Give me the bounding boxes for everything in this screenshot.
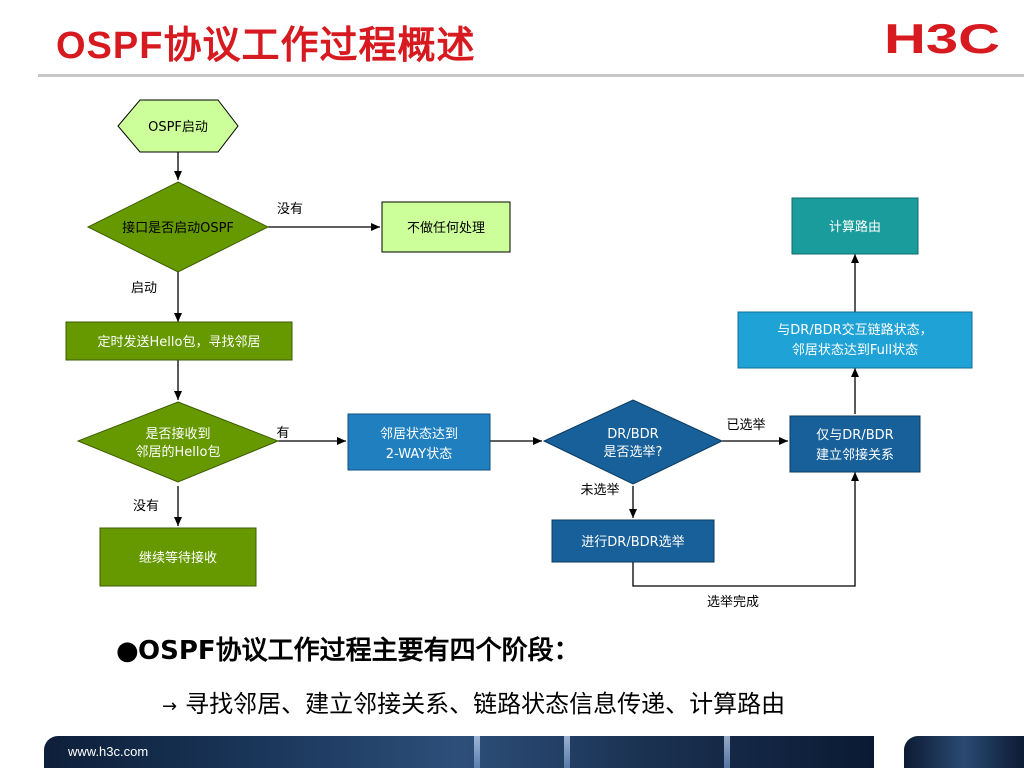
bullet-dot-icon: ● <box>116 636 139 666</box>
edge-label-enabled: 启动 <box>131 281 157 296</box>
node-do-election-label: 进行DR/BDR选举 <box>581 535 684 550</box>
node-check-hello-label-1: 是否接收到 <box>145 426 210 442</box>
page-title: OSPF协议工作过程概述 <box>56 25 476 67</box>
h3c-logo: H3C <box>884 20 1000 58</box>
edge-label-no-1: 没有 <box>277 202 303 217</box>
edge-label-elected: 已选举 <box>726 418 765 433</box>
node-keep-waiting-label: 继续等待接收 <box>139 550 217 566</box>
node-keep-waiting <box>99 527 257 587</box>
footer-banner <box>44 736 874 768</box>
title-divider <box>38 74 1024 77</box>
node-check-enabled-label: 接口是否启动OSPF <box>122 220 234 236</box>
node-adjacency-label-1: 仅与DR/BDR <box>816 428 893 443</box>
node-two-way-label-1: 邻居状态达到 <box>380 427 458 442</box>
sub-bullet-text: 寻找邻居、建立邻接关系、链路状态信息传递、计算路由 <box>185 690 786 718</box>
node-two-way <box>347 413 491 471</box>
node-two-way-label-2: 2-WAY状态 <box>386 447 452 462</box>
node-compute-label: 计算路由 <box>829 219 881 235</box>
node-check-hello-label-2: 邻居的Hello包 <box>136 444 221 460</box>
edge-label-no-2: 没有 <box>133 499 159 514</box>
node-exchange-label-2: 邻居状态达到Full状态 <box>792 343 918 358</box>
node-exchange-label-1: 与DR/BDR交互链路状态， <box>777 322 932 338</box>
node-send-hello <box>65 321 293 361</box>
node-adjacency <box>789 415 921 473</box>
footer-url[interactable]: www.h3c.com <box>68 744 149 759</box>
sub-bullet: → 寻找邻居、建立邻接关系、链路状态信息传递、计算路由 <box>162 684 785 719</box>
footer-light-streak <box>724 736 730 768</box>
arrow-right-icon: → <box>162 696 178 717</box>
node-dr-check <box>542 399 724 485</box>
edge-label-yes: 有 <box>276 426 289 441</box>
node-adjacency-label-2: 建立邻接关系 <box>816 447 894 463</box>
main-bullet: ●OSPF协议工作过程主要有四个阶段： <box>116 630 580 667</box>
node-do-election <box>551 519 715 563</box>
node-compute <box>791 197 919 255</box>
node-check-enabled <box>86 181 270 273</box>
node-no-action-label: 不做任何处理 <box>407 220 485 236</box>
svg-text:H3C: H3C <box>884 20 1000 58</box>
node-check-hello <box>76 401 280 483</box>
edge-election-to-adjacency <box>632 472 859 587</box>
edge-label-election-done: 选举完成 <box>707 595 759 610</box>
node-dr-check-label-1: DR/BDR <box>607 427 658 442</box>
footer-light-streak <box>564 736 570 768</box>
edge-label-not-elected: 未选举 <box>580 483 619 498</box>
node-send-hello-label: 定时发送Hello包，寻找邻居 <box>98 334 261 350</box>
node-ospf-start-label: OSPF启动 <box>148 120 208 135</box>
node-no-action <box>381 201 511 253</box>
footer-light-streak <box>474 736 480 768</box>
footer-corner-banner <box>904 736 1024 768</box>
node-ospf-start <box>117 99 239 153</box>
ospf-flowchart: OSPF启动 接口是否启动OSPF 不做任何处理 定时发送Hello包，寻找邻居… <box>65 99 973 610</box>
node-exchange <box>737 311 973 369</box>
node-dr-check-label-2: 是否选举? <box>604 445 663 460</box>
main-bullet-text: OSPF协议工作过程主要有四个阶段： <box>138 636 580 666</box>
